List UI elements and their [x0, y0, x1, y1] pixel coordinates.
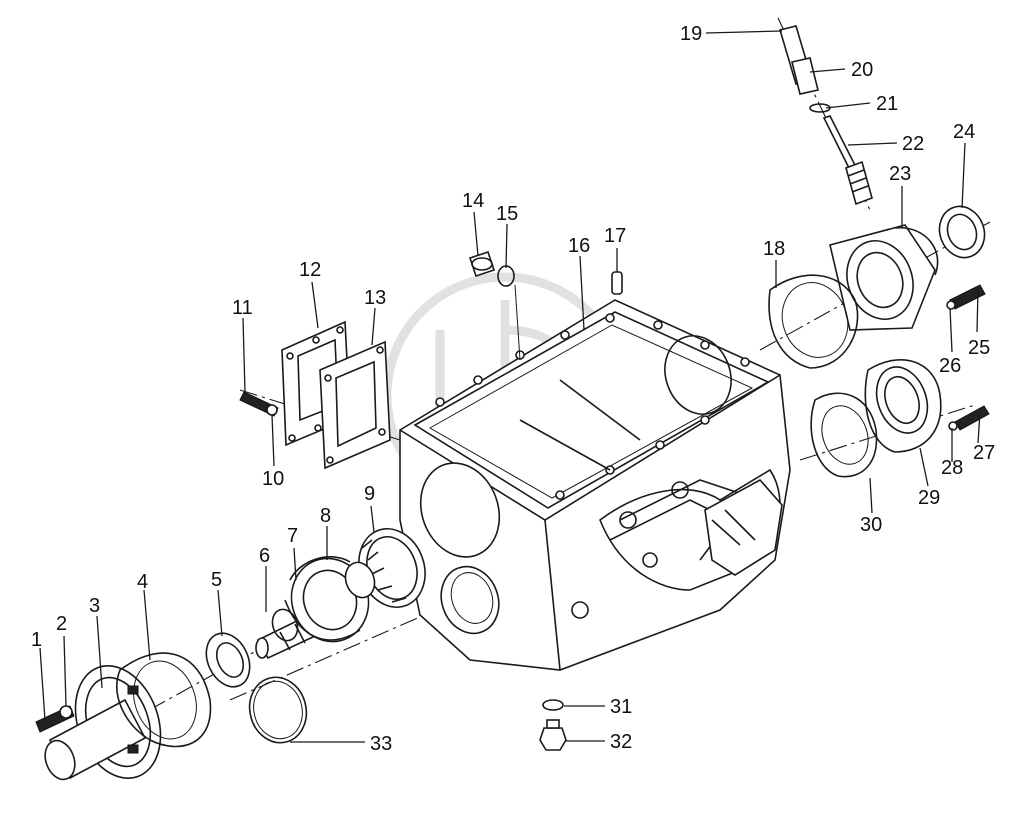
callout-29: 29	[918, 487, 940, 509]
callout-21: 21	[876, 93, 898, 115]
part-18-gasket	[768, 274, 859, 369]
callout-25: 25	[968, 337, 990, 359]
part-1-2-bolt	[35, 705, 75, 733]
callout-20: 20	[851, 59, 873, 81]
part-3-flange	[44, 665, 162, 781]
part-13-gasket	[319, 340, 391, 470]
callout-13: 13	[364, 287, 386, 309]
part-17-pin	[611, 271, 623, 295]
callout-3: 3	[89, 595, 100, 617]
part-19-22-drive	[778, 25, 873, 206]
callout-1: 1	[31, 629, 42, 651]
callout-19: 19	[680, 23, 702, 45]
part-29-cover	[864, 359, 942, 453]
callout-labels: 1 2 3 4 5 6 7 8 9 10 11 12 13 14 15 16 1…	[31, 23, 995, 755]
callout-31: 31	[610, 696, 632, 718]
part-4-gasket	[116, 652, 212, 748]
callout-28: 28	[941, 457, 963, 479]
callout-5: 5	[211, 569, 222, 591]
callout-14: 14	[462, 190, 484, 212]
part-25-26-bolt	[946, 284, 986, 310]
callout-15: 15	[496, 203, 518, 225]
callout-27: 27	[973, 442, 995, 464]
part-33-oring	[248, 676, 308, 744]
part-5-seal	[205, 632, 251, 688]
callout-2: 2	[56, 613, 67, 635]
callout-8: 8	[320, 505, 331, 527]
callout-6: 6	[259, 545, 270, 567]
callout-18: 18	[763, 238, 785, 260]
callout-33: 33	[370, 733, 392, 755]
leader-lines	[39, 30, 981, 743]
callout-4: 4	[137, 571, 148, 593]
callout-17: 17	[604, 225, 626, 247]
callout-26: 26	[939, 355, 961, 377]
part-6-9-shaft-assembly	[255, 528, 426, 660]
callout-32: 32	[610, 731, 632, 753]
part-30-gasket	[810, 392, 878, 478]
callout-11: 11	[232, 297, 253, 319]
part-27-28-bolt	[948, 405, 990, 431]
callout-22: 22	[902, 133, 924, 155]
callout-16: 16	[568, 235, 590, 257]
part-31-32-drain	[539, 699, 567, 751]
callout-12: 12	[299, 259, 321, 281]
callout-24: 24	[953, 121, 975, 143]
part-14-15-plug	[468, 250, 521, 361]
callout-30: 30	[860, 514, 882, 536]
callout-7: 7	[287, 525, 298, 547]
callout-10: 10	[262, 468, 284, 490]
callout-9: 9	[364, 483, 375, 505]
part-24-seal	[938, 205, 986, 259]
callout-23: 23	[889, 163, 911, 185]
part-10-11-bolt	[239, 391, 279, 417]
gearbox-housing	[399, 299, 791, 671]
